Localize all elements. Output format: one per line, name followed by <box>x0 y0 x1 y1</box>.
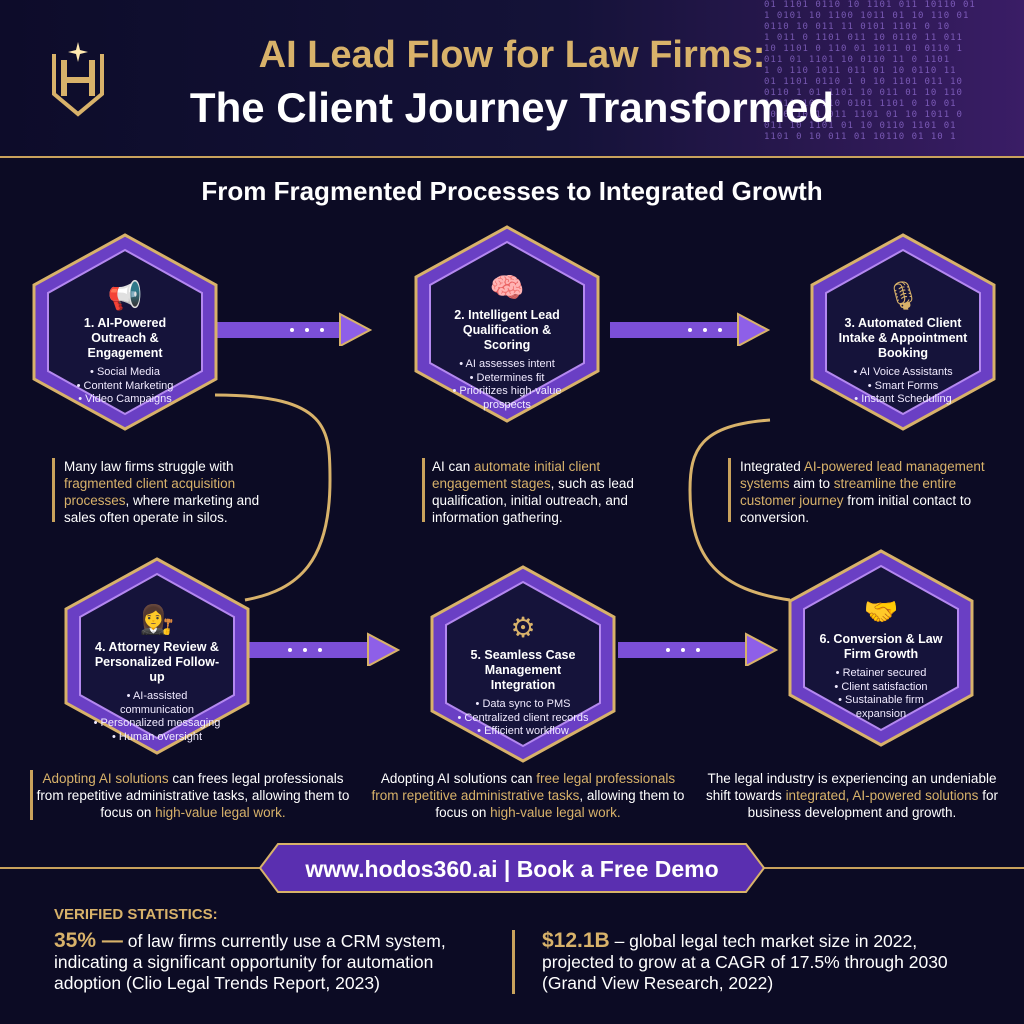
handshake-icon: 🤝 <box>863 596 899 627</box>
step-item: AI-assisted communication <box>90 690 224 717</box>
accent-bar <box>512 930 515 994</box>
arrow-step4-to-5 <box>240 632 400 666</box>
subtitle: From Fragmented Processes to Integrated … <box>201 176 823 206</box>
paragraph-1: Many law firms struggle with fragmented … <box>64 459 260 525</box>
step-item: Instant Scheduling <box>836 393 970 407</box>
paragraph-4: Adopting AI solutions can frees legal pr… <box>36 771 350 820</box>
step-item: Human oversight <box>90 731 224 745</box>
step-card-5: ⚙ 5. Seamless Case Management Integratio… <box>428 564 618 764</box>
accent-bar <box>422 458 425 522</box>
book-demo-button[interactable]: www.hodos360.ai | Book a Free Demo <box>258 842 766 894</box>
step-title: 3. Automated Client Intake & Appointment… <box>838 316 968 360</box>
step-item: AI Voice Assistants <box>836 366 970 380</box>
brain-icon: 🧠 <box>489 272 525 303</box>
title-line-2: The Client Journey Transformed <box>189 84 835 131</box>
stats-heading: VERIFIED STATISTICS: <box>54 906 218 923</box>
step-item: Content Marketing <box>58 380 192 394</box>
paragraph-5: Adopting AI solutions can free legal pro… <box>371 771 685 820</box>
arrow-step1-to-2 <box>212 312 372 346</box>
step-title: 4. Attorney Review & Personalized Follow… <box>94 640 220 684</box>
step-title: 5. Seamless Case Management Integration <box>470 648 576 692</box>
step-card-2: 🧠 2. Intelligent Lead Qualification & Sc… <box>412 224 602 424</box>
step-item: Retainer secured <box>814 667 948 681</box>
accent-bar <box>728 458 731 522</box>
step-item: Data sync to PMS <box>456 698 590 712</box>
step-item: Sustainable firm expansion <box>814 694 948 721</box>
step-title: 1. AI-Powered Outreach & Engagement <box>83 316 167 360</box>
stat-2: $12.1B – global legal tech market size i… <box>542 929 948 993</box>
step-card-1: 📢 1. AI-Powered Outreach & Engagement So… <box>30 232 220 432</box>
accent-bar <box>30 770 33 820</box>
step-item: Determines fit <box>440 372 574 386</box>
arrow-step5-to-6 <box>618 632 778 666</box>
hodos-logo-icon <box>52 42 104 117</box>
arrow-step2-to-3 <box>610 312 770 346</box>
step-item: AI assesses intent <box>440 358 574 372</box>
step-item: Client satisfaction <box>814 681 948 695</box>
step-card-6: 🤝 6. Conversion & Law Firm Growth Retain… <box>786 548 976 748</box>
cta-frame <box>258 843 766 893</box>
microphone-icon: 🎙 <box>885 280 921 311</box>
attorney-icon: 👩‍⚖️ <box>139 604 175 635</box>
cta-label: www.hodos360.ai | Book a Free Demo <box>305 856 719 882</box>
step-item: Video Campaigns <box>58 393 192 407</box>
paragraph-6: The legal industry is experiencing an un… <box>706 771 998 820</box>
step-card-3: 🎙 3. Automated Client Intake & Appointme… <box>808 232 998 432</box>
step-item: Efficient workflow <box>456 725 590 739</box>
title-line-1: AI Lead Flow for Law Firms: <box>258 34 766 76</box>
stat-1: 35% — of law firms currently use a CRM s… <box>54 929 446 993</box>
step-card-4: 👩‍⚖️ 4. Attorney Review & Personalized F… <box>62 556 252 756</box>
accent-bar <box>52 458 55 522</box>
step-item: Smart Forms <box>836 380 970 394</box>
gears-icon: ⚙ <box>510 612 536 643</box>
step-item: Social Media <box>58 366 192 380</box>
step-item: Prioritizes high-value prospects <box>440 385 574 412</box>
step-item: Centralized client records <box>456 712 590 726</box>
paragraph-3: Integrated AI-powered lead management sy… <box>740 459 985 525</box>
step-title: 2. Intelligent Lead Qualification & Scor… <box>454 308 560 352</box>
step-title: 6. Conversion & Law Firm Growth <box>819 632 943 661</box>
megaphone-icon: 📢 <box>107 280 143 311</box>
step-item: Personalized messaging <box>90 717 224 731</box>
paragraph-2: AI can automate initial client engagemen… <box>432 459 634 525</box>
